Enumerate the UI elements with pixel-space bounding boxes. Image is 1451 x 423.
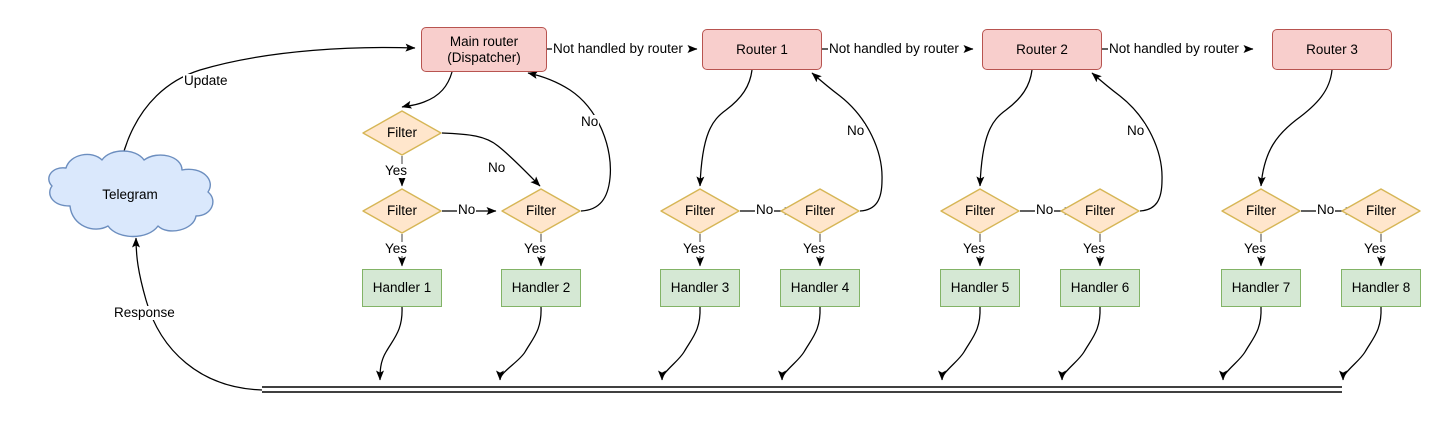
edge-label-not-handled-2: Not handled by router <box>828 41 960 56</box>
node-handler-1[interactable]: Handler 1 <box>362 269 442 307</box>
handler-5-label: Handler 5 <box>950 280 1010 296</box>
edge-label-f8-yes: Yes <box>1363 241 1388 256</box>
main-router-label-line2: (Dispatcher) <box>447 49 521 65</box>
filter-8-label: Filter <box>1366 203 1396 219</box>
node-handler-4[interactable]: Handler 4 <box>780 269 860 307</box>
edge-h8-bus <box>1339 306 1382 381</box>
filter-5-label: Filter <box>965 203 995 219</box>
diamond-shape <box>362 188 442 234</box>
node-filter-4[interactable]: Filter <box>780 188 860 234</box>
router-1-label: Router 1 <box>736 41 788 57</box>
edge-label-f2-yes: Yes <box>523 241 548 256</box>
handler-4-label: Handler 4 <box>790 280 850 296</box>
node-router-2[interactable]: Router 2 <box>982 29 1102 70</box>
edge-r1-to-f3 <box>696 69 753 187</box>
node-handler-6[interactable]: Handler 6 <box>1060 269 1140 307</box>
edge-label-f3-no: No <box>755 202 775 217</box>
edge-label-f0-yes: Yes <box>384 163 409 178</box>
edge-label-f4-yes: Yes <box>802 241 827 256</box>
edge-h6-bus <box>1058 306 1101 381</box>
diamond-shape <box>501 188 581 234</box>
telegram-cloud[interactable]: Telegram <box>40 148 220 240</box>
edge-label-update: Update <box>183 73 229 88</box>
diamond-shape <box>1341 188 1421 234</box>
node-filter-3[interactable]: Filter <box>660 188 740 234</box>
edge-label-f7-yes: Yes <box>1243 241 1268 256</box>
node-filter-2[interactable]: Filter <box>501 188 581 234</box>
node-filter-8[interactable]: Filter <box>1341 188 1421 234</box>
edge-label-f1-no: No <box>457 202 477 217</box>
edge-label-not-handled-3: Not handled by router <box>1108 41 1240 56</box>
edge-label-f5-yes: Yes <box>962 241 987 256</box>
filter-6-label: Filter <box>1085 203 1115 219</box>
node-handler-8[interactable]: Handler 8 <box>1341 269 1421 307</box>
filter-4-label: Filter <box>805 203 835 219</box>
edge-r3-to-f7 <box>1257 69 1333 187</box>
edge-response <box>132 237 263 391</box>
handler-7-label: Handler 7 <box>1231 280 1291 296</box>
diamond-shape <box>940 188 1020 234</box>
filter-0-label: Filter <box>387 125 417 141</box>
edge-h7-bus <box>1219 306 1262 381</box>
edge-r2-to-f5 <box>976 69 1033 187</box>
filter-3-label: Filter <box>685 203 715 219</box>
edge-h1-bus <box>376 306 403 381</box>
diamond-shape <box>1221 188 1301 234</box>
node-handler-2[interactable]: Handler 2 <box>501 269 581 307</box>
filter-2-label: Filter <box>526 203 556 219</box>
diamond-shape <box>660 188 740 234</box>
telegram-label: Telegram <box>102 186 158 202</box>
edge-label-response: Response <box>113 305 176 320</box>
edge-f4-no-return <box>811 72 883 212</box>
edge-h3-bus <box>658 306 701 381</box>
node-filter-7[interactable]: Filter <box>1221 188 1301 234</box>
edge-f2-no-return <box>527 71 612 212</box>
diamond-shape <box>780 188 860 234</box>
edge-label-f7-no: No <box>1316 202 1336 217</box>
node-filter-6[interactable]: Filter <box>1060 188 1140 234</box>
edge-label-f6-no: No <box>1126 123 1146 138</box>
handler-2-label: Handler 2 <box>511 280 571 296</box>
edge-label-f1-yes: Yes <box>384 241 409 256</box>
node-filter-5[interactable]: Filter <box>940 188 1020 234</box>
node-handler-3[interactable]: Handler 3 <box>660 269 740 307</box>
node-main-router[interactable]: Main router (Dispatcher) <box>421 27 547 72</box>
edge-label-f3-yes: Yes <box>682 241 707 256</box>
edge-label-f5-no: No <box>1035 202 1055 217</box>
edge-label-f6-yes: Yes <box>1082 241 1107 256</box>
node-handler-5[interactable]: Handler 5 <box>940 269 1020 307</box>
node-handler-7[interactable]: Handler 7 <box>1221 269 1301 307</box>
edge-label-not-handled-1: Not handled by router <box>552 41 684 56</box>
node-filter-1[interactable]: Filter <box>362 188 442 234</box>
edge-label-f2-no: No <box>580 114 600 129</box>
edge-h2-bus <box>496 306 542 381</box>
router-3-label: Router 3 <box>1306 41 1358 57</box>
handler-6-label: Handler 6 <box>1070 280 1130 296</box>
handler-3-label: Handler 3 <box>670 280 730 296</box>
node-router-1[interactable]: Router 1 <box>702 29 822 70</box>
edge-main-to-f0 <box>401 71 453 109</box>
edge-h4-bus <box>778 306 821 381</box>
node-router-3[interactable]: Router 3 <box>1272 29 1392 70</box>
handler-8-label: Handler 8 <box>1351 280 1411 296</box>
edge-label-f0-no: No <box>487 160 507 175</box>
handler-1-label: Handler 1 <box>372 280 432 296</box>
edge-h5-bus <box>938 306 981 381</box>
cloud-icon <box>48 150 214 238</box>
diamond-shape <box>362 110 442 156</box>
router-2-label: Router 2 <box>1016 41 1068 57</box>
main-router-label-line1: Main router <box>449 33 519 49</box>
edge-f0-no <box>441 132 541 187</box>
filter-7-label: Filter <box>1246 203 1276 219</box>
edge-f6-no-return <box>1091 72 1163 212</box>
edge-label-f4-no: No <box>846 123 866 138</box>
diamond-shape <box>1060 188 1140 234</box>
node-filter-0[interactable]: Filter <box>362 110 442 156</box>
filter-1-label: Filter <box>387 203 417 219</box>
